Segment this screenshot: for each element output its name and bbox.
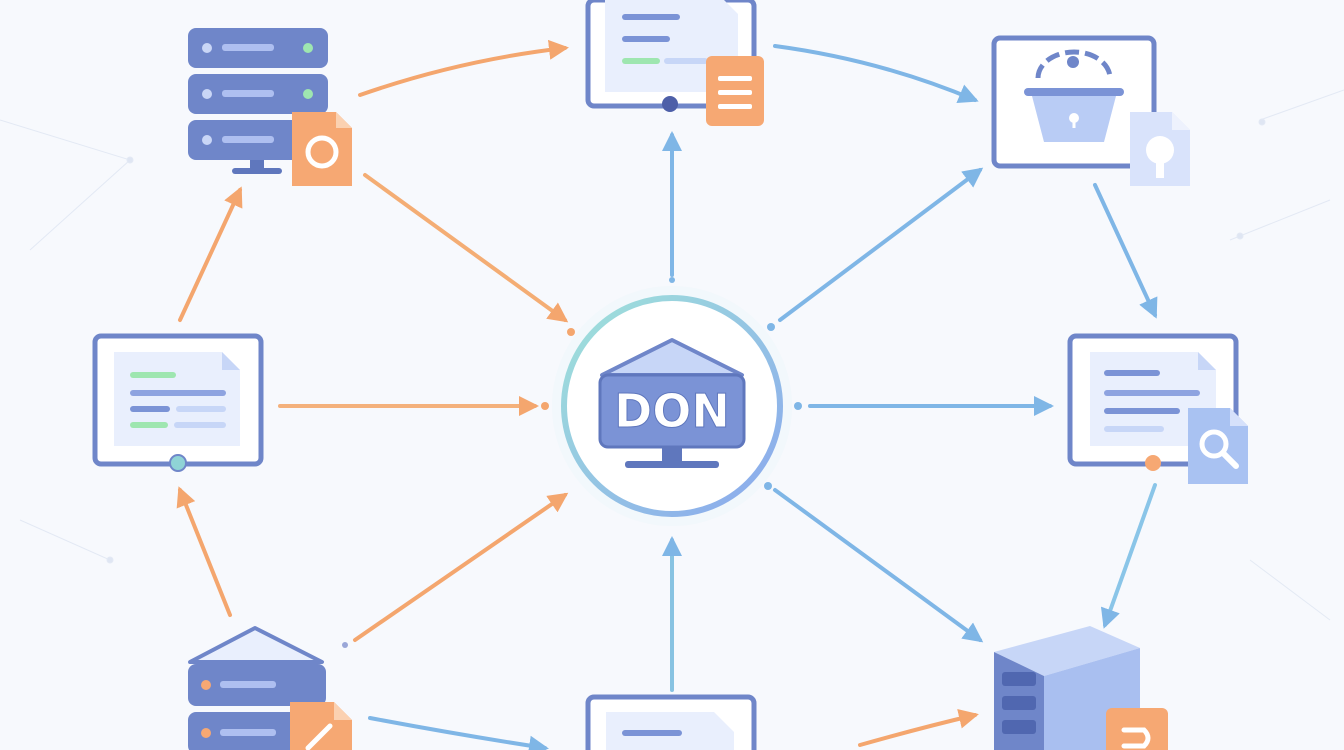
arrow-server-bl-to-monitor-ml [176, 486, 232, 617]
warm-arrows [176, 39, 979, 747]
node-monitor-top-center[interactable] [585, 0, 764, 126]
node-monitor-mid-right[interactable] [1067, 333, 1248, 484]
background-network [0, 89, 1344, 621]
arrow-monitor-tc-to-monitor-tr [773, 44, 979, 104]
arrow-hub-to-monitor-tr [778, 167, 984, 322]
document-shield-icon [1130, 112, 1190, 186]
node-server-top-left[interactable] [188, 28, 352, 186]
document-monitor-icon [92, 333, 264, 472]
arrow-server-bl-to-monitor-bc [368, 716, 549, 750]
arrow-monitor-mr-to-server-br [1100, 483, 1157, 629]
document-tool-icon [290, 702, 352, 750]
document-code-icon [1106, 708, 1168, 750]
node-server-bottom-left[interactable] [188, 626, 352, 750]
node-monitor-mid-left[interactable] [92, 333, 264, 472]
arrow-monitor-bc-to-server-br [858, 708, 979, 747]
arrow-monitor-ml-to-server-tl [178, 186, 243, 322]
document-list-icon [706, 56, 764, 126]
cool-arrows [368, 44, 1158, 750]
house-monitor-icon [598, 338, 746, 468]
hub-label: DON [614, 384, 730, 438]
storage-bucket-monitor-icon [991, 35, 1157, 169]
document-gear-icon [292, 112, 352, 186]
server-stack-icon [188, 28, 328, 174]
document-monitor-icon [585, 694, 757, 750]
node-monitor-bottom-center[interactable] [585, 694, 757, 750]
arrow-server-tl-to-hub [363, 173, 569, 323]
document-search-icon [1188, 408, 1248, 484]
node-monitor-top-right[interactable] [991, 35, 1190, 186]
arrow-server-bl-to-hub [353, 492, 569, 642]
arrow-server-tl-to-monitor-tc [358, 39, 569, 97]
arrow-hub-to-server-br [773, 488, 984, 643]
arrow-monitor-tr-to-monitor-mr [1093, 183, 1158, 319]
hub[interactable]: DON [552, 286, 792, 526]
node-server-bottom-right[interactable] [994, 626, 1168, 750]
connector-dots [342, 277, 802, 648]
